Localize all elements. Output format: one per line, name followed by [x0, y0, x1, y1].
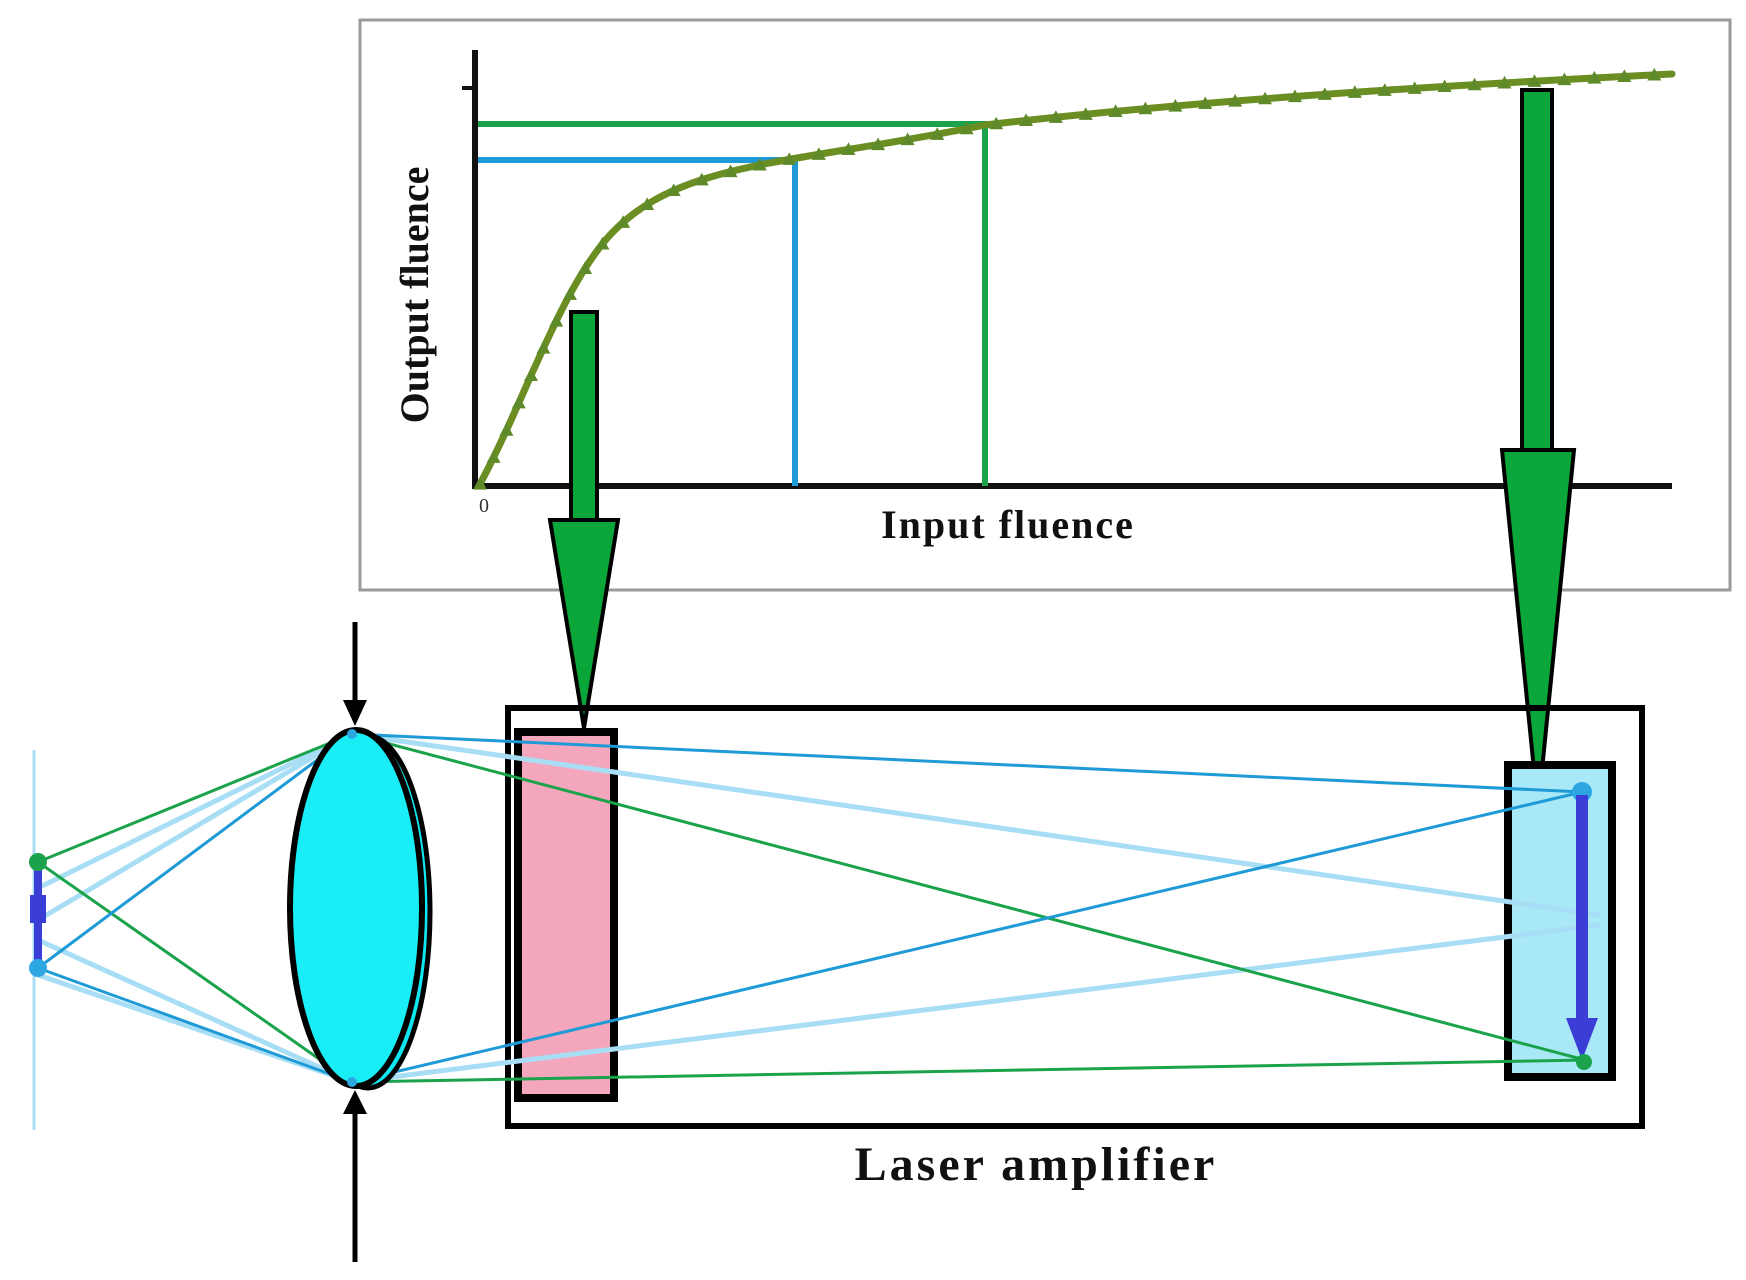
curve-marker: [562, 287, 577, 300]
curve-marker: [1198, 96, 1213, 110]
light-blue-rays: [32, 731, 1601, 1130]
curve-marker: [486, 450, 501, 463]
input-crystal: [514, 728, 618, 1102]
curve-marker: [1647, 67, 1662, 81]
curve-marker: [723, 164, 738, 178]
curve-marker: [1317, 87, 1332, 100]
top-aperture-arrow: [343, 622, 367, 726]
curve-marker: [1617, 69, 1632, 83]
curve-marker: [1347, 85, 1362, 98]
curve-marker: [1437, 79, 1452, 93]
curve-marker: [1287, 89, 1302, 103]
curve-marker: [524, 368, 539, 382]
curve-marker: [1557, 72, 1572, 86]
curve-marker: [1078, 107, 1093, 120]
right-pointer-arrow: [1499, 88, 1577, 811]
curve-marker: [1228, 94, 1243, 107]
curve-marker: [1377, 83, 1392, 96]
bottom-aperture-arrow: [343, 1090, 367, 1262]
curve-marker: [811, 147, 826, 160]
curve-marker: [841, 142, 856, 156]
curve-marker: [595, 236, 610, 250]
lens: [287, 727, 433, 1091]
curve-marker: [1587, 70, 1602, 84]
curve-marker: [900, 132, 915, 146]
curve-marker: [959, 121, 974, 135]
curve-marker: [1019, 113, 1034, 126]
left-pointer-arrow: [547, 310, 621, 729]
blue-rays: [37, 732, 1583, 1084]
curve-marker: [930, 127, 945, 140]
green-rays: [37, 732, 1586, 1084]
curve-marker: [871, 137, 886, 151]
curve-marker: [1407, 81, 1422, 94]
amplifier-label: Laser amplifier: [855, 1138, 1218, 1191]
curve-marker: [499, 423, 514, 436]
curve-marker: [578, 261, 593, 274]
curve-marker: [752, 157, 767, 171]
curve-marker: [640, 197, 655, 211]
curve-marker: [616, 215, 631, 228]
curve-marker: [1258, 91, 1273, 105]
curve-marker: [782, 152, 797, 165]
curve-marker: [536, 341, 551, 354]
curve-marker: [1467, 77, 1482, 91]
y-axis-label: Output fluence: [392, 167, 437, 424]
curve-marker: [511, 395, 526, 409]
curve-marker: [666, 183, 681, 197]
origin-label: 0: [479, 495, 489, 517]
curve-marker: [989, 116, 1004, 130]
object-arrow: [29, 853, 47, 977]
curve-marker: [1168, 98, 1183, 112]
curve-marker: [1108, 104, 1123, 117]
amplifier-frame: [505, 705, 1645, 1129]
curve-marker: [1138, 101, 1153, 115]
curve-marker: [549, 313, 564, 327]
curve-marker: [473, 477, 487, 490]
curve-marker: [1048, 110, 1063, 123]
x-axis-label: Input fluence: [881, 502, 1135, 547]
curve-marker: [1497, 75, 1512, 89]
image-arrow: [1566, 782, 1598, 1070]
curve-markers: [473, 67, 1662, 490]
curve-marker: [1527, 74, 1542, 87]
curve-marker: [694, 172, 709, 186]
output-crystal: [1504, 761, 1616, 1081]
